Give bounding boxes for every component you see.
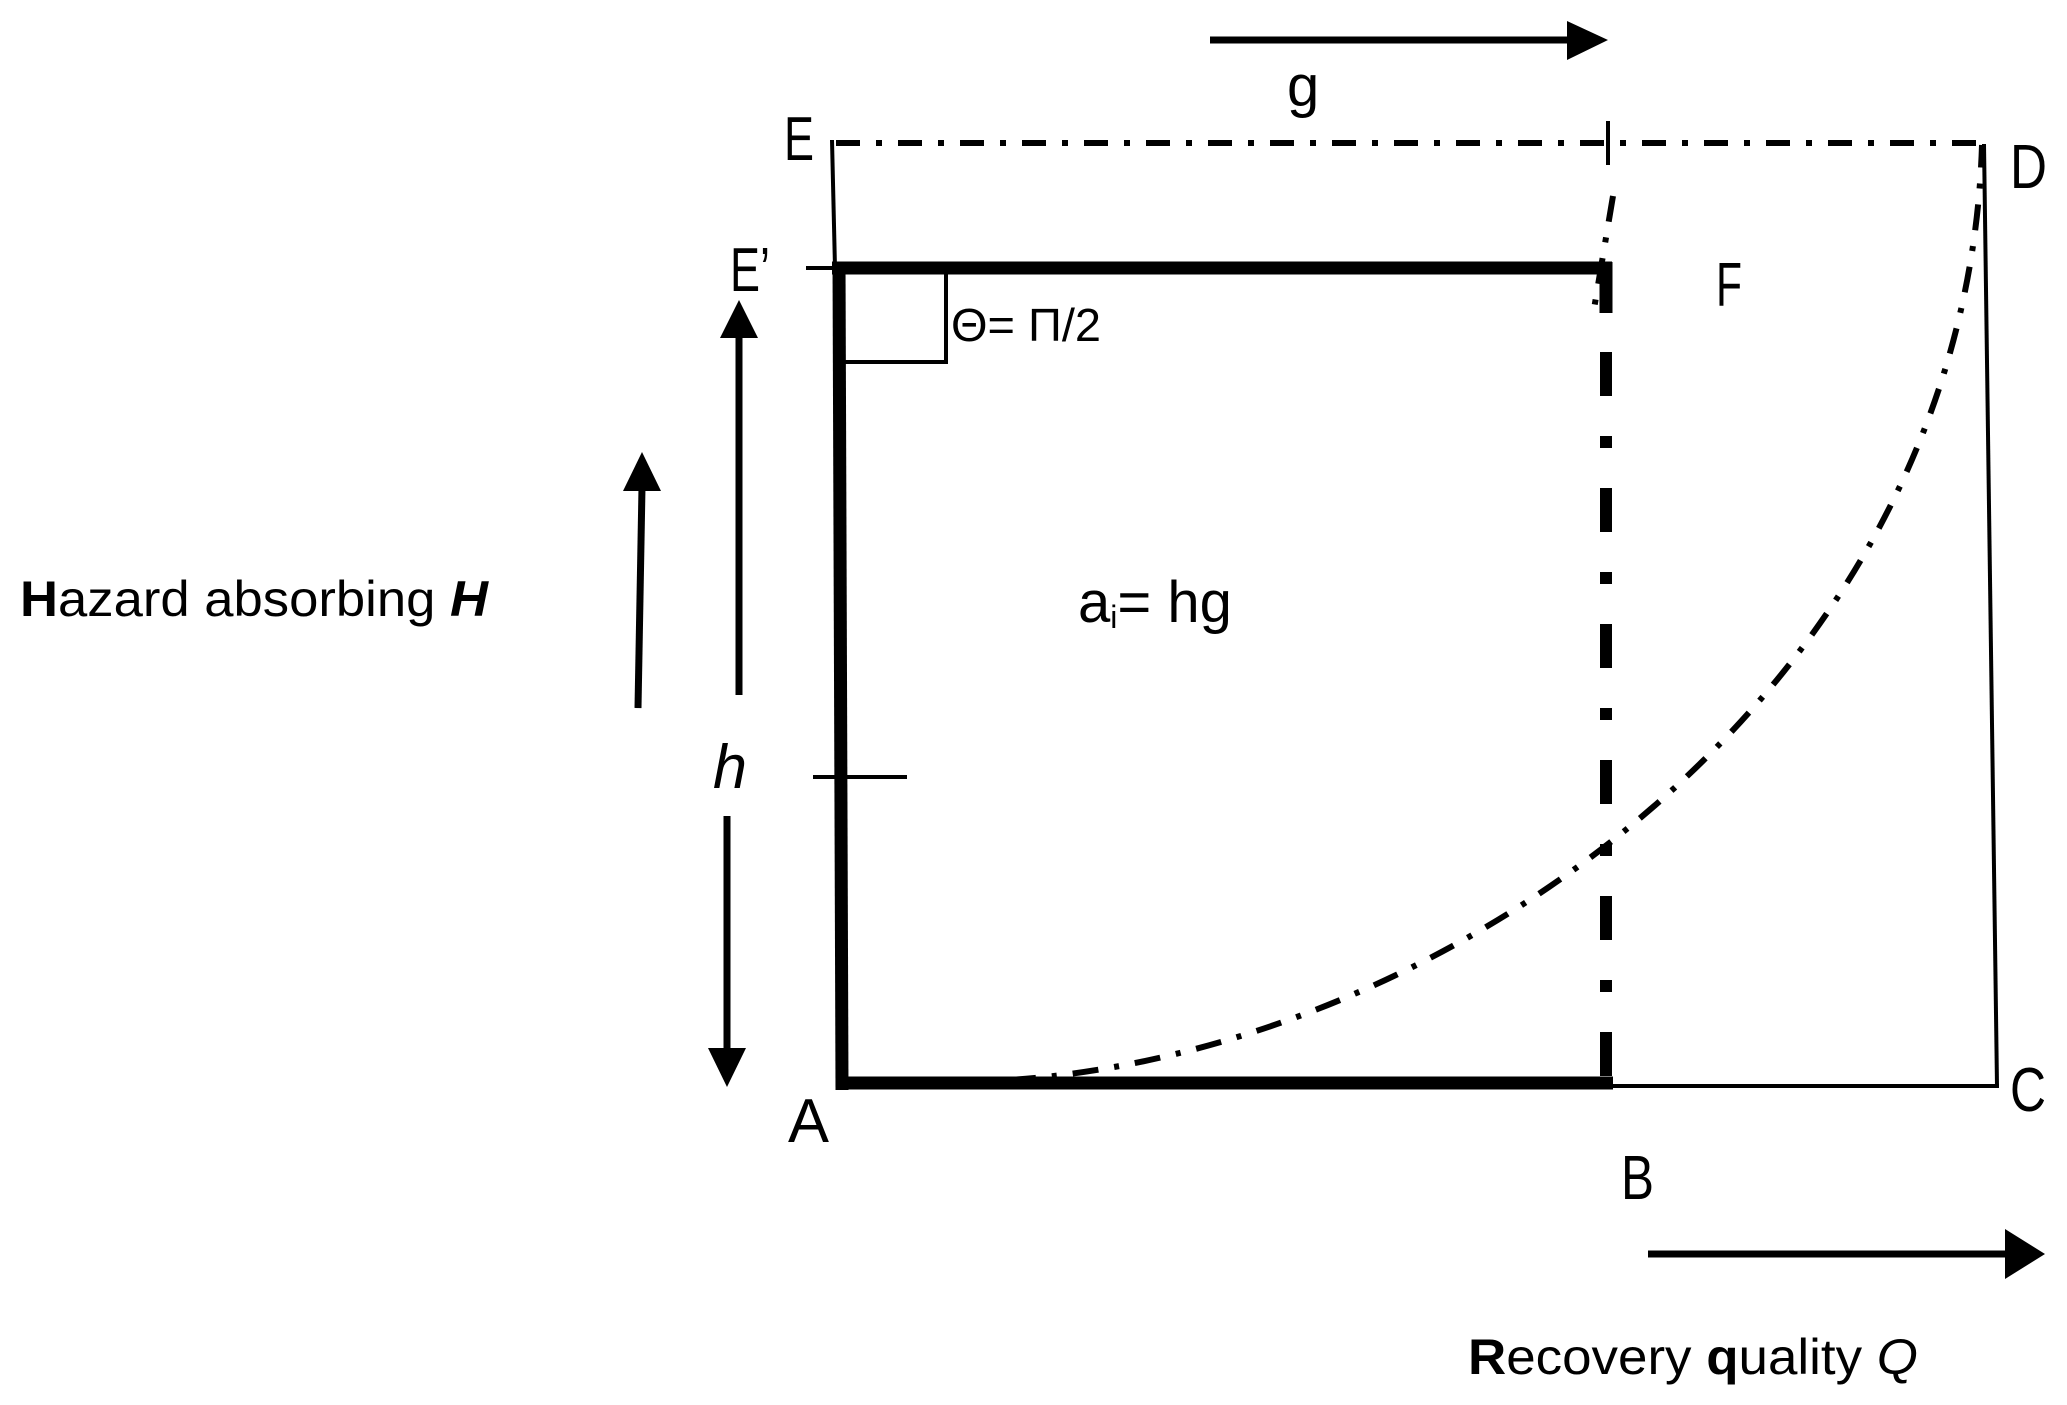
f-dashed-connector <box>1590 195 1616 316</box>
point-label-e: E <box>784 105 814 174</box>
h-down-arrow <box>708 816 746 1087</box>
area-label: ai= hg <box>1078 570 1232 635</box>
h-up-arrow <box>720 300 758 695</box>
point-label-a: A <box>788 1087 830 1156</box>
e-to-eprime-line <box>830 139 837 269</box>
area-label-subscript: i <box>1110 599 1117 635</box>
x-axis-label: Recovery quality Q <box>1468 1329 1918 1385</box>
a-eprime-thick-line <box>832 261 849 1091</box>
h-label: h <box>713 733 747 802</box>
point-label-d: D <box>2010 133 2047 202</box>
recovery-curve <box>1009 144 1985 1083</box>
x-axis-label-symbol: Q <box>1877 1329 1918 1385</box>
recovery-axis-arrow <box>1648 1229 2045 1279</box>
x-axis-label-text-2: uality <box>1739 1329 1877 1385</box>
right-angle-marker <box>842 266 948 364</box>
hazard-axis-arrow <box>623 452 661 709</box>
g-label: g <box>1287 54 1319 119</box>
x-axis-label-bold-initial: R <box>1468 1329 1506 1385</box>
y-axis-label: Hazard absorbing H <box>20 571 489 627</box>
point-label-c: C <box>2010 1056 2046 1125</box>
point-label-e-prime: E’ <box>730 236 770 305</box>
y-axis-label-text: azard absorbing <box>58 571 450 627</box>
area-label-prefix: a <box>1078 570 1111 635</box>
angle-label: Θ= Π/2 <box>951 299 1101 351</box>
point-label-b: B <box>1621 1144 1654 1213</box>
d-to-c-line <box>1982 143 1999 1087</box>
point-label-f: F <box>1716 251 1742 320</box>
y-axis-label-bold-initial: H <box>20 571 58 627</box>
area-label-suffix: = hg <box>1117 570 1232 635</box>
x-axis-label-bold-q: q <box>1706 1329 1738 1385</box>
x-axis-label-text-1: ecovery <box>1506 1329 1706 1385</box>
y-axis-label-symbol: H <box>450 571 489 627</box>
g-direction-arrow <box>1210 21 1608 60</box>
